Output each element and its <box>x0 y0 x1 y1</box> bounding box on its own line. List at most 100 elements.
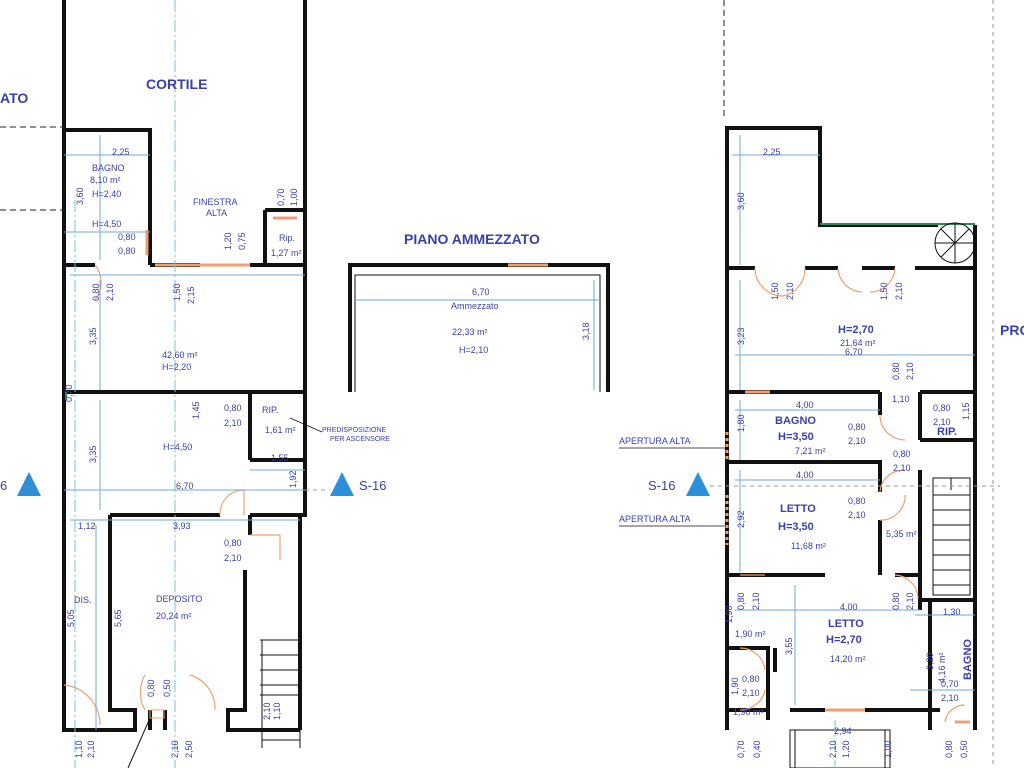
dim-label: 1,55 <box>271 453 289 463</box>
left-section-label: 6 <box>0 478 7 493</box>
dim-label: 0,50 <box>959 740 969 758</box>
dim-label: 1,50 <box>879 282 889 300</box>
ammezzato-height: H=2,10 <box>459 345 488 355</box>
dim-label: 0,80 <box>146 679 156 697</box>
dim-label: 3,23 <box>736 327 746 345</box>
dim-label: 0,80 <box>848 496 866 506</box>
dim-label: 5,05 <box>66 609 76 627</box>
dim-label: 2,10 <box>848 510 866 520</box>
dim-label: 3,35 <box>88 327 98 345</box>
deposito-label: DEPOSITO <box>156 594 202 604</box>
dim-label: 0,75 <box>237 232 247 250</box>
dim-label: 4,00 <box>840 602 858 612</box>
dim-label: 1,12 <box>78 521 96 531</box>
dim-label: 2,10 <box>894 282 904 300</box>
dim-label: 1,00 <box>289 188 299 206</box>
dim-label: 1,10 <box>892 394 910 404</box>
dim-label: 0,50 <box>162 679 172 697</box>
letto1-label: LETTO <box>780 503 816 515</box>
dim-label: 1,45 <box>191 401 201 419</box>
dim-label: 1,50 <box>770 282 780 300</box>
dim-label: 3,55 <box>784 637 794 655</box>
dim-label: 1,90 <box>730 677 740 695</box>
dim-label: 0,40 <box>752 740 762 758</box>
piano-ammezzato-title: PIANO AMMEZZATO <box>404 231 540 247</box>
dim-label: 4,00 <box>796 470 814 480</box>
rip-small-label: Rip. <box>279 233 295 243</box>
right-section-label: S-16 <box>648 478 675 493</box>
dim-label: 0,70 <box>276 188 286 206</box>
dim-label: 3,60 <box>736 192 746 210</box>
bagno-right-area: 7,21 m² <box>795 446 826 456</box>
ascensore-note-2: PER ASCENSORE <box>330 436 390 443</box>
dim-label: 2,10 <box>262 702 272 720</box>
dim-label: 2,10 <box>86 740 96 758</box>
dim-label: 1,10 <box>272 702 282 720</box>
dim-label: 1,20 <box>223 232 233 250</box>
dim-label: 6,70 <box>176 481 194 491</box>
left-edge-label: ATO <box>0 90 28 106</box>
bagno-h450: H=4,50 <box>92 219 121 229</box>
apertura-alta-1: APERTURA ALTA <box>619 436 691 446</box>
dim-label: 1,20 <box>841 740 851 758</box>
bagno2-label: BAGNO <box>962 639 974 680</box>
dim-label: 0,80 <box>893 449 911 459</box>
section-marker-right <box>686 472 710 496</box>
middle-section-label: S-16 <box>359 478 386 493</box>
dim-label: 2,10 <box>893 463 911 473</box>
dim-label: 0,80 <box>224 403 242 413</box>
top-room-area: 21,64 m² <box>840 338 876 348</box>
bagno-right-height: H=3,50 <box>778 431 814 443</box>
right-dimensions: 2,25 3,60 1,50 2,10 1,50 2,10 3,23 0,80 … <box>724 147 971 758</box>
dim-label: 0,70 <box>64 384 74 402</box>
dim-label: 0,80 <box>91 283 101 301</box>
dim-label: 0,80 <box>944 740 954 758</box>
dim-label: 2,94 <box>834 726 852 736</box>
dim-label: 2,10 <box>224 418 242 428</box>
dim-label: 5,65 <box>113 609 123 627</box>
alta-label: ALTA <box>206 208 227 218</box>
dim-label: 2,10 <box>751 592 761 610</box>
small-area-2: 1,90 m² <box>733 707 764 717</box>
main-room-height: H=2,20 <box>162 362 191 372</box>
dim-label: 0,70 <box>941 679 959 689</box>
dim-label: 0,80 <box>891 592 901 610</box>
dim-label: 0,80 <box>742 674 760 684</box>
dim-label: 2,92 <box>736 510 746 528</box>
dim-label: 0,80 <box>736 592 746 610</box>
letto2-area: 14,20 m² <box>830 654 866 664</box>
dim-label: 1,50 <box>172 283 182 301</box>
section-marker-left <box>17 472 41 496</box>
dim-label: 1,15 <box>961 402 971 420</box>
dim-label: 1,80 <box>736 414 746 432</box>
dim-label: 3,93 <box>173 521 191 531</box>
right-floor-plan <box>710 0 1000 768</box>
dim-label: 0,80 <box>933 403 951 413</box>
rip-lower-label: RIP. <box>262 405 278 415</box>
dim-label: 3,35 <box>88 445 98 463</box>
right-edge-label: PRO <box>1000 322 1024 338</box>
ammezzato-depth: 3,18 <box>581 322 591 340</box>
letto1-area: 11,68 m² <box>791 541 826 551</box>
section-marker-middle <box>330 472 354 496</box>
h450-lower: H=4,50 <box>163 442 192 452</box>
ammezzato-room <box>348 263 610 392</box>
dim-label: 2,25 <box>112 147 130 157</box>
dim-label: 2,50 <box>184 740 194 758</box>
apertura-alta-2: APERTURA ALTA <box>619 514 691 524</box>
dim-label: 1,92 <box>288 470 298 488</box>
dim-label: 0,80 <box>118 246 136 256</box>
letto2-label: LETTO <box>828 618 864 630</box>
dim-label: 2,10 <box>848 436 866 446</box>
dim-label: 2,25 <box>763 147 781 157</box>
dim-label: 0,80 <box>224 538 242 548</box>
dim-label: 2,10 <box>170 740 180 758</box>
dim-label: 2,10 <box>905 592 915 610</box>
finestra-label: FINESTRA <box>193 197 238 207</box>
dim-label: 0,80 <box>118 232 136 242</box>
ascensore-note-1: PREDISPOSIZIONE <box>322 427 387 434</box>
stair-area: 5,35 m² <box>886 529 917 539</box>
stair-right <box>932 477 971 596</box>
cortile-label: CORTILE <box>146 76 207 92</box>
